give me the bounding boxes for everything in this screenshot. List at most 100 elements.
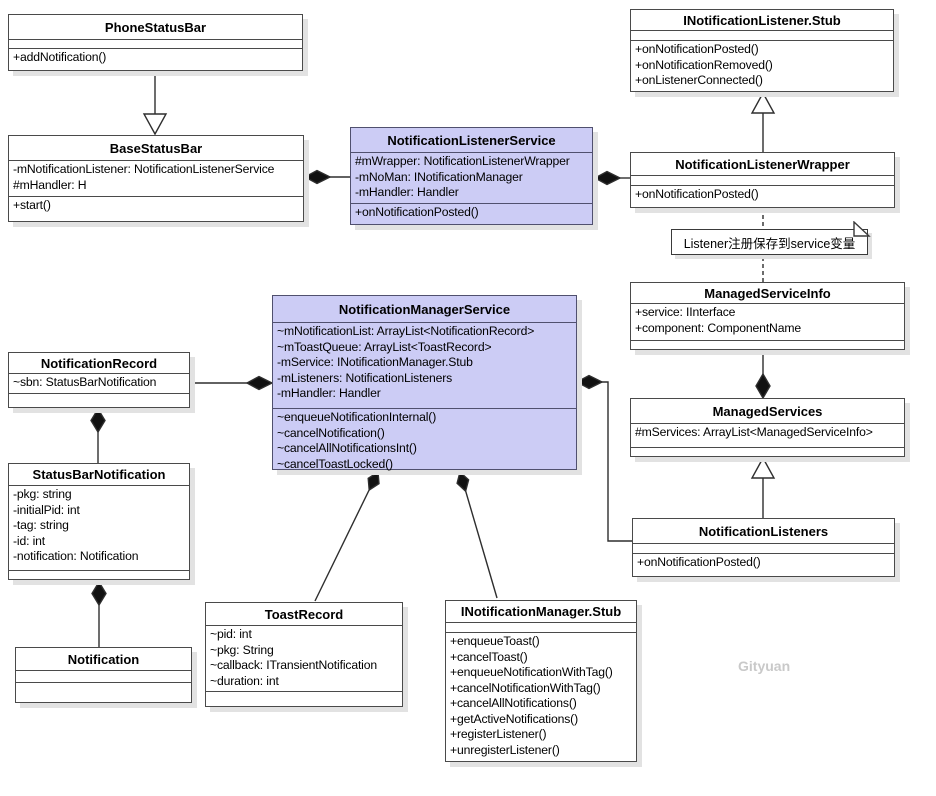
uml-note: Listener注册保存到service变量 bbox=[671, 221, 871, 255]
attributes-compartment bbox=[631, 176, 894, 186]
composition-managedservices-managedserviceinfo bbox=[755, 350, 771, 400]
attributes-compartment: -mNotificationListener: NotificationList… bbox=[9, 161, 303, 197]
class-title: INotificationListener.Stub bbox=[631, 10, 893, 31]
methods-compartment: +addNotification() bbox=[9, 49, 302, 72]
member-line: +onNotificationPosted() bbox=[355, 205, 479, 219]
generalization-phonestatusbar-basestatusbar bbox=[142, 71, 168, 136]
composition-notificationrecord-statusbarnotification bbox=[90, 407, 106, 463]
member-line: #mHandler: H bbox=[13, 177, 87, 192]
class-title: BaseStatusBar bbox=[9, 136, 303, 161]
member-line: +onNotificationPosted() bbox=[637, 555, 761, 569]
attributes-compartment: #mWrapper: NotificationListenerWrapper-m… bbox=[351, 153, 592, 204]
member-line: -initialPid: int bbox=[13, 502, 80, 517]
methods-compartment: +onNotificationPosted() bbox=[633, 554, 894, 578]
member-line: +onListenerConnected() bbox=[635, 73, 763, 87]
class-notification-manager-service: NotificationManagerService ~mNotificatio… bbox=[272, 295, 577, 471]
member-line: ~pkg: String bbox=[210, 642, 274, 657]
member-line: +onNotificationRemoved() bbox=[635, 57, 773, 72]
class-title: NotificationListeners bbox=[633, 519, 894, 544]
methods-compartment: ~enqueueNotificationInternal()~cancelNot… bbox=[273, 409, 576, 471]
member-line: +enqueueToast() bbox=[450, 634, 540, 648]
member-line: ~cancelNotification() bbox=[277, 425, 385, 440]
attributes-compartment bbox=[16, 671, 191, 683]
note-fold-icon bbox=[853, 221, 871, 237]
member-line: +cancelAllNotifications() bbox=[450, 696, 577, 710]
methods-compartment bbox=[631, 341, 904, 351]
attributes-compartment bbox=[631, 31, 893, 41]
methods-compartment: +onNotificationPosted()+onNotificationRe… bbox=[631, 41, 893, 93]
member-line: #mServices: ArrayList<ManagedServiceInfo… bbox=[635, 425, 873, 439]
methods-compartment bbox=[16, 683, 191, 704]
attributes-compartment: ~mNotificationList: ArrayList<Notificati… bbox=[273, 323, 576, 409]
member-line: -mHandler: Handler bbox=[277, 386, 381, 400]
class-title: Notification bbox=[16, 648, 191, 671]
class-title: StatusBarNotification bbox=[9, 464, 189, 486]
methods-compartment bbox=[631, 448, 904, 458]
watermark: Gityuan bbox=[738, 658, 791, 674]
class-notification-listener-service: NotificationListenerService #mWrapper: N… bbox=[350, 127, 593, 225]
member-line: +onNotificationPosted() bbox=[635, 42, 759, 56]
member-line: +cancelNotificationWithTag() bbox=[450, 680, 601, 695]
member-line: -mHandler: Handler bbox=[355, 185, 459, 199]
member-line: +getActiveNotifications() bbox=[450, 711, 578, 726]
member-line: +registerListener() bbox=[450, 727, 547, 741]
member-line: ~duration: int bbox=[210, 673, 279, 688]
methods-compartment bbox=[9, 394, 189, 409]
class-title: NotificationListenerService bbox=[351, 128, 592, 153]
class-notification-listener-wrapper: NotificationListenerWrapper +onNotificat… bbox=[630, 152, 895, 208]
member-line: ~sbn: StatusBarNotification bbox=[13, 375, 157, 389]
member-line: -mNoMan: INotificationManager bbox=[355, 169, 523, 184]
member-line: +cancelToast() bbox=[450, 649, 528, 664]
attributes-compartment: +service: IInterface+component: Componen… bbox=[631, 304, 904, 341]
member-line: -mListeners: NotificationListeners bbox=[277, 370, 453, 385]
methods-compartment: +onNotificationPosted() bbox=[351, 204, 592, 226]
member-line: +start() bbox=[13, 198, 51, 212]
class-title: INotificationManager.Stub bbox=[446, 601, 636, 623]
member-line: +enqueueNotificationWithTag() bbox=[450, 665, 613, 679]
class-title: ManagedServiceInfo bbox=[631, 283, 904, 304]
member-line: #mWrapper: NotificationListenerWrapper bbox=[355, 154, 570, 168]
class-title: ManagedServices bbox=[631, 399, 904, 424]
attributes-compartment bbox=[9, 40, 302, 49]
class-notification-record: NotificationRecord ~sbn: StatusBarNotifi… bbox=[8, 352, 190, 408]
composition-basestatusbar-notificationlistenerservice bbox=[303, 169, 350, 185]
member-line: +component: ComponentName bbox=[635, 320, 801, 335]
generalization-notificationlistenerwrapper-inotificationlistenerstub bbox=[750, 91, 776, 152]
generalization-notificationlisteners-managedservices bbox=[750, 456, 776, 518]
composition-notificationlistenerservice-notificationlistenerwrapper bbox=[593, 170, 630, 186]
member-line: ~pid: int bbox=[210, 627, 252, 641]
member-line: ~callback: ITransientNotification bbox=[210, 658, 377, 672]
member-line: -notification: Notification bbox=[13, 549, 139, 563]
attributes-compartment: -pkg: string-initialPid: int-tag: string… bbox=[9, 486, 189, 571]
class-notification-listeners: NotificationListeners +onNotificationPos… bbox=[632, 518, 895, 577]
attributes-compartment: ~pid: int~pkg: String~callback: ITransie… bbox=[206, 626, 402, 692]
member-line: ~cancelAllNotificationsInt() bbox=[277, 441, 417, 455]
attributes-compartment bbox=[633, 544, 894, 554]
member-line: ~cancelToastLocked() bbox=[277, 456, 393, 471]
note-text: Listener注册保存到service变量 bbox=[683, 236, 856, 251]
class-notification: Notification bbox=[15, 647, 192, 703]
member-line: ~mNotificationList: ArrayList<Notificati… bbox=[277, 324, 535, 338]
class-title: PhoneStatusBar bbox=[9, 15, 302, 40]
member-line: ~mToastQueue: ArrayList<ToastRecord> bbox=[277, 339, 492, 354]
member-line: -mNotificationListener: NotificationList… bbox=[13, 162, 275, 176]
class-inotification-listener-stub: INotificationListener.Stub +onNotificati… bbox=[630, 9, 894, 92]
class-toast-record: ToastRecord ~pid: int~pkg: String~callba… bbox=[205, 602, 403, 707]
class-title: NotificationManagerService bbox=[273, 296, 576, 323]
member-line: +addNotification() bbox=[13, 50, 107, 64]
class-base-status-bar: BaseStatusBar -mNotificationListener: No… bbox=[8, 135, 304, 222]
methods-compartment: +enqueueToast()+cancelToast()+enqueueNot… bbox=[446, 633, 636, 763]
class-status-bar-notification: StatusBarNotification -pkg: string-initi… bbox=[8, 463, 190, 580]
composition-nms-notificationrecord bbox=[190, 375, 274, 391]
member-line: ~enqueueNotificationInternal() bbox=[277, 410, 437, 424]
methods-compartment: +start() bbox=[9, 197, 303, 223]
member-line: -id: int bbox=[13, 533, 45, 548]
composition-nms-inotificationmanagerstub bbox=[456, 470, 498, 599]
member-line: +unregisterListener() bbox=[450, 742, 560, 757]
attributes-compartment: #mServices: ArrayList<ManagedServiceInfo… bbox=[631, 424, 904, 448]
class-title: NotificationListenerWrapper bbox=[631, 153, 894, 176]
attributes-compartment bbox=[446, 623, 636, 633]
methods-compartment: +onNotificationPosted() bbox=[631, 186, 894, 209]
